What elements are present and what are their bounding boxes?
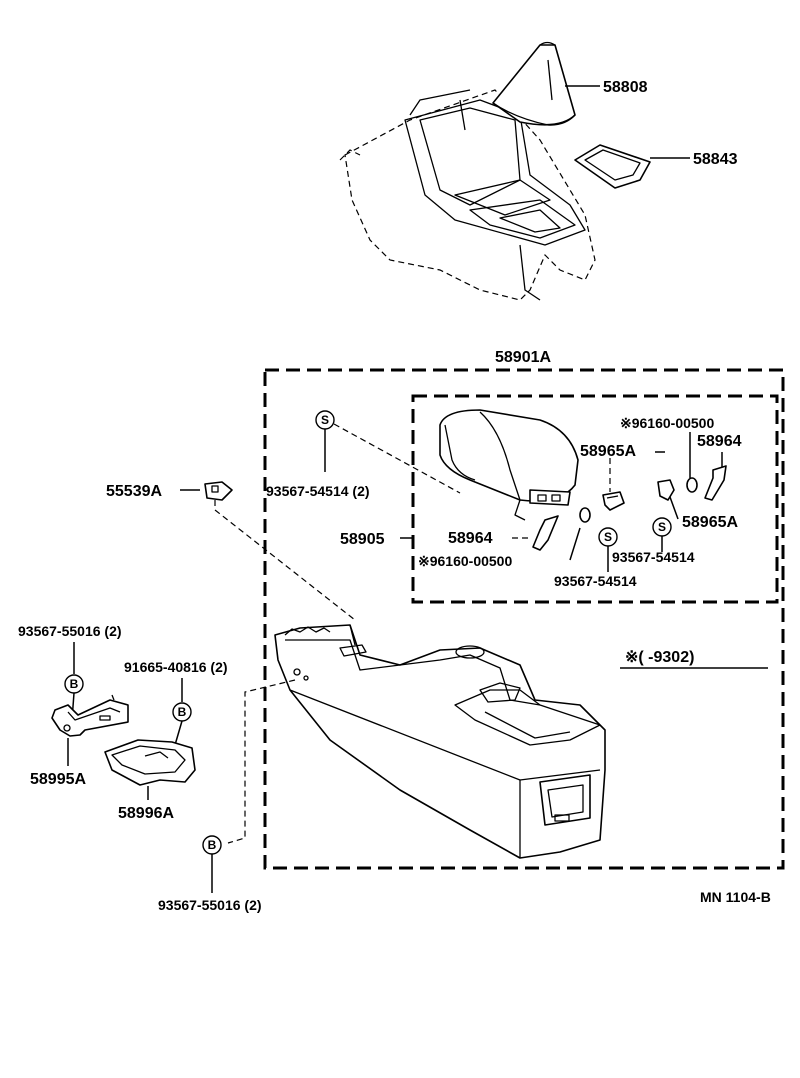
label-96160-top: ※96160-00500	[620, 415, 714, 431]
assembly-box-58901a	[263, 368, 785, 870]
armrest-lid	[439, 409, 579, 521]
label-58843: 58843	[693, 151, 738, 168]
label-58965a-right: 58965A	[682, 514, 738, 531]
label-58905: 58905	[340, 531, 385, 548]
callout-s-2-text: S	[658, 520, 666, 534]
armrest-box-58905	[411, 394, 779, 604]
callout-s-1-text: S	[321, 413, 329, 427]
callout-s-3-text: S	[604, 530, 612, 544]
console-box-main	[274, 624, 606, 859]
hinge-bracket-left	[602, 491, 625, 511]
label-58808: 58808	[603, 79, 648, 96]
label-93567-54514-2: 93567-54514 (2)	[266, 483, 370, 499]
range-note: ※( -9302)	[625, 649, 694, 666]
washer-mid	[579, 507, 591, 523]
label-91665-40816-2: 91665-40816 (2)	[124, 659, 228, 675]
label-58965a-top: 58965A	[580, 443, 636, 460]
label-93567-54514-right: 93567-54514	[612, 549, 695, 565]
label-58964-mid: 58964	[448, 530, 493, 547]
bracket-58996a	[104, 739, 196, 786]
label-93567-55016-2-left: 93567-55016 (2)	[18, 623, 122, 639]
bracket-58995a	[51, 694, 129, 737]
hinge-bracket-right	[657, 479, 675, 501]
label-96160-mid: ※96160-00500	[418, 553, 512, 569]
callout-b-2-text: B	[178, 705, 187, 719]
label-93567-54514-mid: 93567-54514	[554, 573, 637, 589]
label-58995a: 58995A	[30, 771, 86, 788]
callout-b-1-text: B	[70, 677, 79, 691]
clip-55539a	[204, 481, 233, 501]
hinge-arm-right	[704, 465, 727, 501]
shift-boot-58808	[492, 41, 600, 126]
hinge-arm-mid	[532, 515, 559, 551]
label-58964-right: 58964	[697, 433, 742, 450]
drawing-code: MN 1104-B	[700, 889, 771, 905]
callout-b-3-text: B	[208, 838, 217, 852]
label-93567-55016-2-bottom: 93567-55016 (2)	[158, 897, 262, 913]
shift-bezel-58843	[574, 144, 690, 189]
label-58901a: 58901A	[495, 349, 551, 366]
washer-right	[686, 477, 698, 493]
label-55539a: 55539A	[106, 483, 162, 500]
label-58996a: 58996A	[118, 805, 174, 822]
